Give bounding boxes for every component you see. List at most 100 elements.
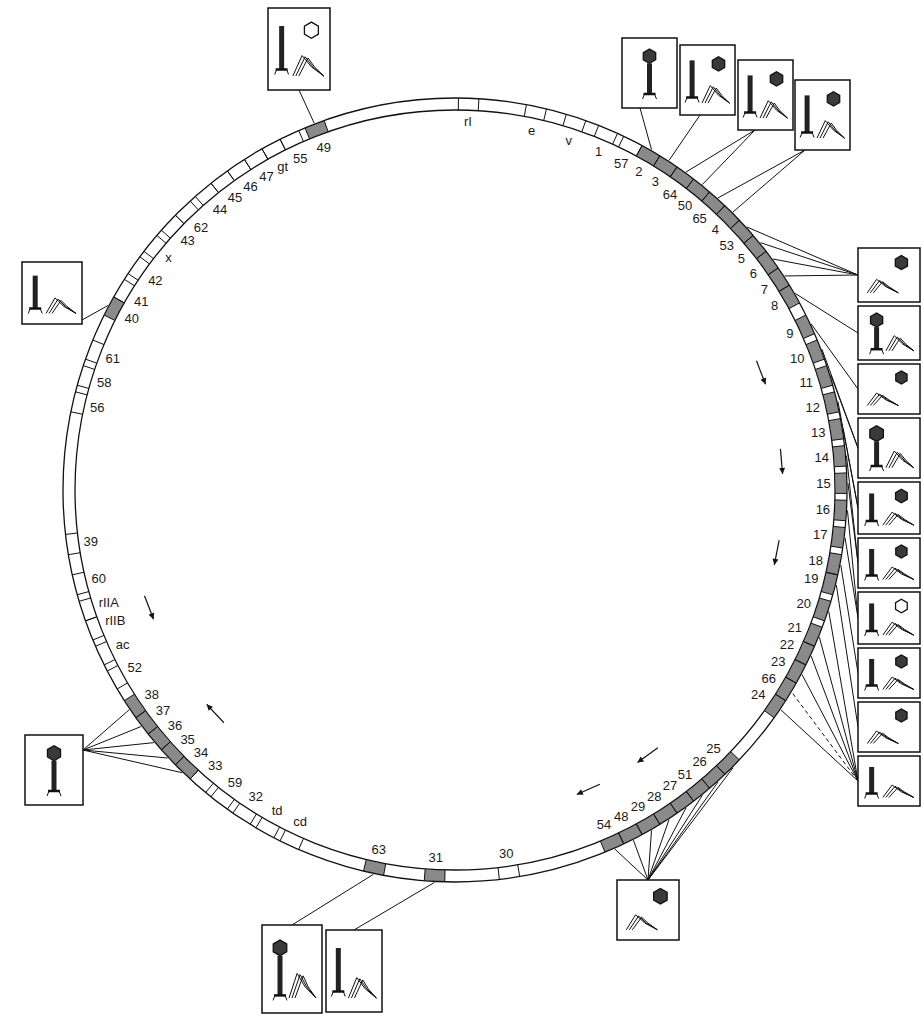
gene-label: 25 <box>706 741 720 756</box>
shaded-gene-segment <box>812 342 819 361</box>
tail-fiber <box>883 512 914 525</box>
segment-tick <box>280 830 285 841</box>
morphology-box <box>858 482 920 534</box>
segment-tick <box>686 179 693 189</box>
segment-tick <box>795 315 806 320</box>
phage-pin <box>755 113 757 118</box>
gene-label: 5 <box>738 251 745 266</box>
segment-tick <box>175 756 184 764</box>
segment-tick <box>498 868 499 880</box>
phage-tail <box>869 603 874 631</box>
morphology-box <box>22 262 82 324</box>
morphology-box <box>262 925 322 1013</box>
segment-tick <box>305 128 310 139</box>
segment-tick <box>211 183 218 192</box>
leader-line <box>819 637 858 781</box>
phage-pin <box>800 133 802 138</box>
segment-tick <box>85 359 96 363</box>
tail-fiber <box>873 733 898 743</box>
segment-tick <box>619 136 624 147</box>
phage-baseplate <box>866 792 878 795</box>
segment-tick <box>619 833 624 844</box>
segment-tick <box>211 183 218 192</box>
segment-tick <box>244 159 250 169</box>
leader-line <box>83 710 129 750</box>
phage-pin <box>882 466 884 471</box>
shaded-gene-segment <box>153 730 166 745</box>
phage-head <box>896 655 907 668</box>
tail-fiber <box>296 57 324 76</box>
gene-label: 26 <box>692 754 706 769</box>
segment-tick <box>195 196 203 205</box>
segment-tick <box>670 167 677 177</box>
phage-baseplate <box>871 465 883 468</box>
tail-fiber <box>867 393 898 406</box>
phage-head <box>712 57 724 71</box>
shaded-gene-segment <box>835 473 846 493</box>
phage-tail <box>278 956 283 996</box>
gene-label: 66 <box>761 671 775 686</box>
tail-fiber <box>354 980 376 998</box>
shaded-gene-segment <box>835 420 838 440</box>
leader-line <box>760 243 858 275</box>
gene-label: 17 <box>813 527 827 542</box>
segment-tick <box>833 526 845 527</box>
segment-tick <box>96 642 107 647</box>
leader-line <box>702 130 755 185</box>
segment-tick <box>835 472 847 474</box>
phage-pin <box>331 992 333 997</box>
morphology-box <box>738 60 793 130</box>
phage-pin <box>877 576 879 581</box>
gene-label: v <box>565 133 572 148</box>
segment-tick <box>803 642 814 647</box>
segment-tick <box>274 827 280 838</box>
leader-line <box>299 90 314 123</box>
shaded-gene-segment <box>721 756 735 770</box>
phage-tail <box>874 327 879 349</box>
segment-tick <box>148 727 157 734</box>
phage-pin <box>275 70 277 75</box>
gene-label: td <box>272 803 283 818</box>
morphology-box <box>858 592 920 644</box>
leader-line <box>633 840 648 880</box>
segment-tick <box>744 235 753 243</box>
phage-pin <box>287 70 289 75</box>
morphology-box <box>858 648 920 698</box>
phage-head <box>47 746 60 761</box>
segment-tick <box>85 617 96 621</box>
morphology-box <box>858 364 920 414</box>
gene-label: 43 <box>180 233 194 248</box>
segment-tick <box>811 623 822 627</box>
segment-tick <box>744 235 753 243</box>
segment-tick <box>821 592 833 595</box>
direction-arrow <box>637 748 657 763</box>
phage-head <box>896 371 907 384</box>
segment-tick <box>190 201 198 210</box>
leader-line <box>82 305 108 320</box>
segment-tick <box>161 230 170 238</box>
gene-label: 4 <box>712 222 719 237</box>
tail-fiber <box>299 58 324 76</box>
phage-baseplate <box>866 520 878 523</box>
tail-fiber <box>886 623 914 635</box>
shaded-gene-segment <box>821 368 827 387</box>
tail-fiber <box>886 568 914 579</box>
gene-label: 60 <box>92 571 106 586</box>
phage-pin <box>343 992 345 997</box>
direction-arrow <box>207 704 224 722</box>
segment-tick <box>190 770 198 779</box>
segment-tick <box>250 814 256 824</box>
segment-tick <box>68 553 80 555</box>
segment-tick <box>190 770 198 779</box>
shaded-gene-segment <box>706 196 721 210</box>
gene-label: 9 <box>786 326 793 341</box>
shaded-gene-segment <box>735 224 749 239</box>
tail-fiber <box>889 452 914 468</box>
segment-tick <box>79 598 91 601</box>
phage-pin <box>643 94 645 99</box>
tail-fiber <box>883 567 914 580</box>
tail-fiber <box>886 513 914 525</box>
phage-head <box>654 888 668 904</box>
segment-tick <box>819 598 831 601</box>
tail-fiber <box>348 978 376 999</box>
